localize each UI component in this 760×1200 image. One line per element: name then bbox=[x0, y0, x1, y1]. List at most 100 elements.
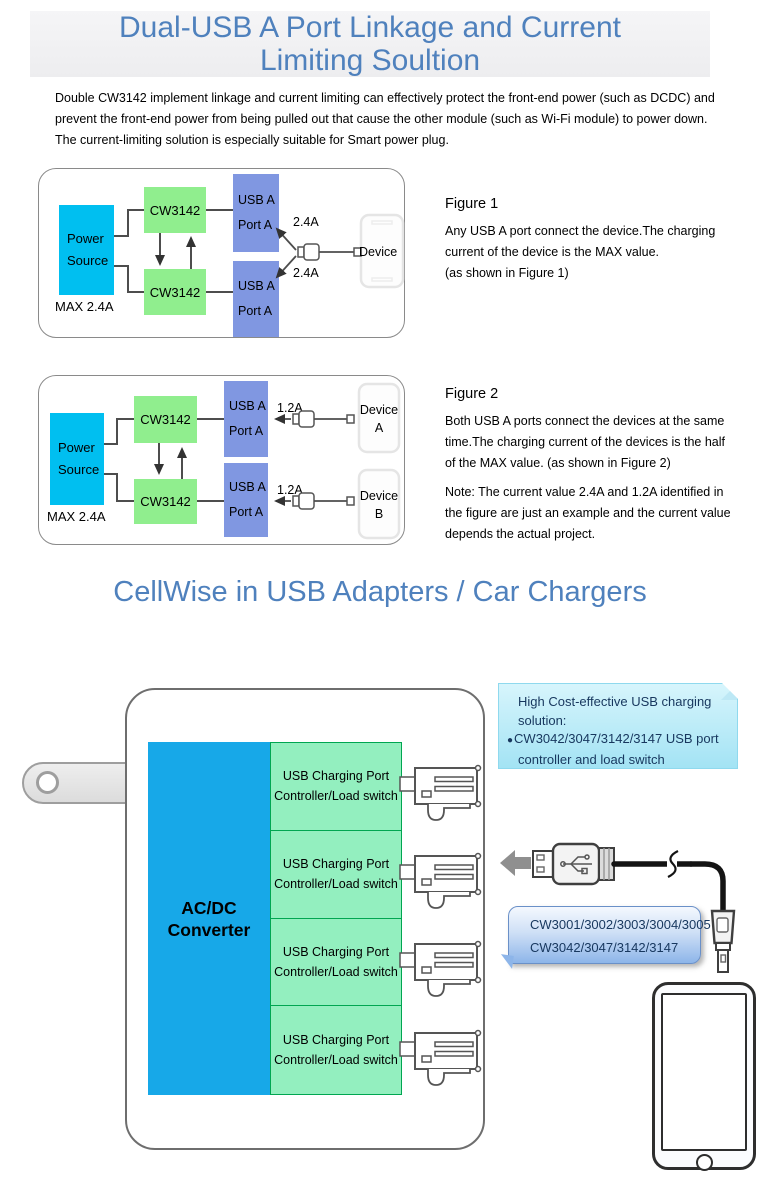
power-source-block: Power Source bbox=[50, 413, 104, 505]
page-title-line-2: Limiting Soultion bbox=[259, 44, 481, 77]
wire bbox=[114, 265, 144, 293]
callout-heading-line: solution: bbox=[518, 712, 567, 728]
usb-a-connector-icon bbox=[399, 1029, 482, 1086]
cable-break-mark bbox=[667, 850, 679, 878]
section2-title: CellWise in USB Adapters / Car Chargers bbox=[113, 576, 647, 608]
usb-controller-cell: USB Charging Port Controller/Load switch bbox=[271, 918, 401, 1007]
cell-label: Controller/Load switch bbox=[274, 964, 398, 979]
current-value-bottom: 2.4A bbox=[293, 266, 319, 280]
part-numbers-line: CW3001/3002/3003/3004/3005 bbox=[530, 917, 711, 932]
cell-label: USB Charging Port bbox=[282, 944, 390, 959]
cell-label: Controller/Load switch bbox=[274, 1053, 398, 1068]
cable-plug-icon bbox=[303, 243, 320, 261]
figure2-title: Figure 2 bbox=[445, 386, 499, 402]
folded-corner-icon bbox=[721, 684, 737, 700]
callout-tail bbox=[499, 954, 514, 969]
cable-plug-icon bbox=[346, 496, 355, 506]
caption-note-line: the figure are just an example and the c… bbox=[445, 506, 731, 520]
phone-detail bbox=[371, 220, 393, 225]
left-arrow-icon bbox=[500, 850, 531, 876]
usb-port-block-top: USB A Port A bbox=[233, 174, 279, 252]
caption-line: (as shown in Figure 1) bbox=[445, 266, 569, 280]
usb-a-connector-icon bbox=[399, 764, 482, 821]
power-source-label: Source bbox=[67, 253, 109, 268]
current-value-top: 1.2A bbox=[277, 401, 303, 415]
usb-controller-cell: USB Charging Port Controller/Load switch bbox=[271, 743, 401, 831]
device-label: Device bbox=[359, 245, 397, 259]
usb-port-label: Port A bbox=[238, 218, 273, 232]
caption-line: current of the device is the MAX value. bbox=[445, 245, 659, 259]
plug-prong-icon bbox=[22, 762, 127, 804]
device-b-label: B bbox=[375, 507, 383, 521]
intro-line: Double CW3142 implement linkage and curr… bbox=[55, 91, 715, 105]
device-b-label: Device bbox=[360, 489, 398, 503]
device-a-label: A bbox=[375, 421, 384, 435]
current-value-top: 2.4A bbox=[293, 215, 319, 229]
current-arrow-top bbox=[275, 227, 297, 251]
cable-plug-icon bbox=[297, 246, 305, 258]
cw3142-block-top: CW3142 bbox=[134, 396, 197, 443]
wire bbox=[114, 209, 144, 237]
callout-part-numbers: CW3001/3002/3003/3004/3005 CW3042/3047/3… bbox=[499, 906, 711, 969]
usb-port-label: Port A bbox=[229, 424, 264, 438]
intro-line: prevent the front-end power from being p… bbox=[55, 112, 708, 126]
device-a-phone-icon bbox=[357, 382, 401, 454]
usb-port-label: USB A bbox=[238, 279, 275, 293]
usb-port-label: Port A bbox=[229, 505, 264, 519]
callout-bullet-line: controller and load switch bbox=[518, 751, 665, 767]
caption-note-line: Note: The current value 2.4A and 1.2A id… bbox=[445, 485, 724, 499]
usb-controller-cells: USB Charging Port Controller/Load switch… bbox=[270, 742, 402, 1095]
power-source-label: Power bbox=[67, 231, 104, 246]
current-value-bottom: 1.2A bbox=[277, 483, 303, 497]
callout-bullet-line: ●CW3042/3047/3142/3147 USB port bbox=[507, 731, 719, 746]
usb-controller-cell: USB Charging Port Controller/Load switch bbox=[271, 830, 401, 919]
smartphone-icon bbox=[652, 982, 756, 1171]
usb-port-block-bottom: USB A Port A bbox=[224, 463, 268, 537]
acdc-label: AC/DC bbox=[181, 897, 237, 918]
cable-plug-icon bbox=[292, 413, 300, 425]
power-source-block: Power Source bbox=[59, 205, 114, 295]
cell-label: USB Charging Port bbox=[282, 769, 390, 784]
figure2-diagram: Power Source MAX 2.4A CW3142 CW3142 USB … bbox=[38, 375, 405, 545]
usb-port-label: Port A bbox=[238, 304, 273, 318]
page-title: Dual-USB A Port Linkage and Current Limi… bbox=[30, 11, 710, 77]
usb-controller-cell: USB Charging Port Controller/Load switch bbox=[271, 1006, 401, 1094]
power-source-label: Source bbox=[58, 462, 100, 477]
current-arrow-bottom bbox=[275, 255, 297, 279]
page-title-line-1: Dual-USB A Port Linkage and Current bbox=[119, 11, 621, 44]
device-b-phone-icon bbox=[357, 468, 401, 540]
wire bbox=[104, 418, 134, 445]
cable-plug-icon bbox=[346, 414, 355, 424]
wire bbox=[104, 473, 134, 502]
cable-plug-icon bbox=[298, 410, 315, 428]
cw3142-block-bottom: CW3142 bbox=[144, 269, 206, 315]
cable-plug-icon bbox=[292, 495, 300, 507]
usb-port-label: USB A bbox=[238, 193, 275, 207]
phone-detail bbox=[371, 277, 393, 282]
usb-a-connector-icon bbox=[399, 940, 482, 997]
phone-home-button bbox=[695, 1154, 713, 1171]
acdc-label: Converter bbox=[167, 919, 251, 940]
figure1-diagram: Power Source MAX 2.4A CW3142 CW3142 USB … bbox=[38, 168, 405, 338]
figure2-caption: Figure 2 Both USB A ports connect the de… bbox=[445, 386, 757, 545]
caption-line: Both USB A ports connect the devices at … bbox=[445, 414, 725, 428]
usb-port-block-top: USB A Port A bbox=[224, 381, 268, 457]
part-numbers-line: CW3042/3047/3142/3147 bbox=[530, 940, 679, 955]
device-phone-icon bbox=[359, 213, 405, 289]
callout-heading-line: High Cost-effective USB charging bbox=[518, 694, 712, 709]
cell-label: USB Charging Port bbox=[282, 1033, 390, 1048]
cable-wire bbox=[688, 861, 726, 914]
figure1-caption: Figure 1 Any USB A port connect the devi… bbox=[445, 196, 757, 284]
max-current-label: MAX 2.4A bbox=[55, 299, 114, 314]
usb-cable-illustration bbox=[500, 842, 736, 973]
cell-label: Controller/Load switch bbox=[274, 877, 398, 892]
cable-plug-icon bbox=[353, 247, 362, 257]
cable-plug-icon bbox=[298, 492, 315, 510]
device-a-label: Device bbox=[360, 403, 398, 417]
cw3142-block-top: CW3142 bbox=[144, 187, 206, 233]
cell-label: USB Charging Port bbox=[282, 857, 390, 872]
cw3142-block-bottom: CW3142 bbox=[134, 479, 197, 524]
usb-a-connector-icon bbox=[399, 852, 482, 909]
intro-line: The current-limiting solution is especia… bbox=[55, 133, 449, 147]
caption-line: Any USB A port connect the device.The ch… bbox=[445, 224, 716, 238]
